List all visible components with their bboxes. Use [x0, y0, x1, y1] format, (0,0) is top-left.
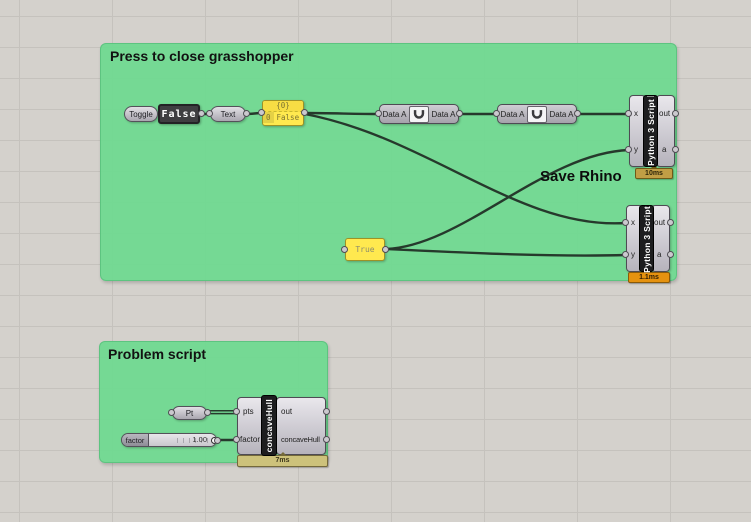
python-2-input-y: y: [631, 250, 635, 259]
concavehull-pts-nub[interactable]: [233, 408, 240, 415]
data-dam-2-input-nub[interactable]: [493, 110, 500, 117]
panel-path-header: {0}: [263, 101, 303, 112]
python-2-runtime-badge: 1.1ms: [628, 269, 670, 283]
python-1-input-y: y: [634, 145, 638, 154]
pt-param[interactable]: Pt: [172, 406, 207, 420]
concavehull-output-panel[interactable]: [276, 397, 326, 455]
group-title-problem: Problem script: [108, 346, 207, 362]
toggle-output-nub[interactable]: [198, 110, 205, 117]
python-icon: [647, 96, 654, 98]
data-dam-2-output-label: Data A: [549, 109, 574, 119]
data-dam-2[interactable]: Data A Data A: [497, 104, 577, 124]
python-2-output-a: a: [657, 250, 662, 259]
python-2-y-nub[interactable]: [622, 251, 629, 258]
data-dam-2-input-label: Data A: [500, 109, 525, 119]
python-2-title: Python 3 Script: [641, 206, 652, 273]
python-2-title-bar[interactable]: Python 3 Script: [639, 205, 654, 273]
concavehull-out-nub[interactable]: [323, 408, 330, 415]
python-2-out-nub[interactable]: [667, 219, 674, 226]
text-param[interactable]: Text: [210, 106, 246, 122]
concavehull-runtime-badge: 7ms: [237, 452, 328, 467]
data-dam-1-output-label: Data A: [431, 109, 456, 119]
python-1-out-nub[interactable]: [672, 110, 679, 117]
concavehull-output-concavehull: concaveHull: [281, 435, 320, 444]
true-panel-output-nub[interactable]: [382, 246, 389, 253]
data-dam-icon[interactable]: [409, 105, 429, 123]
factor-slider-label: factor: [122, 434, 149, 446]
panel-item-value: False: [276, 113, 300, 122]
concavehull-factor-nub[interactable]: [233, 436, 240, 443]
toggle-label: Toggle: [129, 109, 153, 119]
pt-param-label: Pt: [185, 408, 194, 418]
concavehull-input-pts: pts: [243, 407, 254, 416]
python-2-output-out: out: [654, 218, 666, 227]
factor-slider-knob[interactable]: [211, 436, 216, 444]
text-input-nub[interactable]: [206, 110, 213, 117]
factor-slider-output-nub[interactable]: [214, 437, 221, 444]
python-2-input-x: x: [631, 218, 635, 227]
python-1-title-bar[interactable]: Python 3 Script: [643, 95, 658, 167]
false-panel[interactable]: {0} 0 False: [262, 100, 304, 126]
toggle-value-button[interactable]: False: [158, 104, 200, 124]
concavehull-concavehull-nub[interactable]: [323, 436, 330, 443]
data-dam-1-input-nub[interactable]: [375, 110, 382, 117]
concavehull-input-factor: factor: [240, 435, 261, 444]
python-1-y-nub[interactable]: [625, 146, 632, 153]
factor-slider-value: 1.00: [192, 435, 207, 444]
python-2-x-nub[interactable]: [622, 219, 629, 226]
slider-ticks: [177, 438, 212, 443]
save-rhino-label: Save Rhino: [540, 168, 622, 185]
pt-input-nub[interactable]: [168, 409, 175, 416]
data-dam-1-input-label: Data A: [382, 109, 407, 119]
python-1-x-nub[interactable]: [625, 110, 632, 117]
concavehull-title-bar[interactable]: concaveHull: [261, 395, 277, 456]
false-panel-output-nub[interactable]: [301, 109, 308, 116]
panel-item-index: 0: [263, 112, 274, 123]
python-1-title: Python 3 Script: [645, 99, 656, 166]
concavehull-output-out: out: [281, 407, 293, 416]
toggle-value-text: False: [161, 108, 197, 120]
toggle-label-capsule[interactable]: Toggle: [124, 106, 158, 122]
true-panel-value: True: [355, 245, 375, 254]
group-title-press: Press to close grasshopper: [110, 48, 294, 64]
python-1-output-panel[interactable]: [656, 95, 675, 167]
python-1-a-nub[interactable]: [672, 146, 679, 153]
factor-slider-track[interactable]: 1.00: [149, 434, 216, 446]
data-dam-2-output-nub[interactable]: [574, 110, 581, 117]
text-output-nub[interactable]: [243, 110, 250, 117]
concavehull-title: concaveHull: [264, 398, 274, 453]
python-2-a-nub[interactable]: [667, 251, 674, 258]
python-1-input-x: x: [634, 109, 638, 118]
false-panel-input-nub[interactable]: [258, 109, 265, 116]
pt-output-nub[interactable]: [204, 409, 211, 416]
data-dam-icon[interactable]: [527, 105, 547, 123]
text-param-label: Text: [220, 109, 236, 119]
group-press-to-close[interactable]: [100, 43, 677, 281]
concavehull-input-panel[interactable]: [237, 397, 264, 455]
python-1-output-out: out: [659, 109, 671, 118]
true-panel-input-nub[interactable]: [341, 246, 348, 253]
data-dam-1-output-nub[interactable]: [456, 110, 463, 117]
python-1-runtime-badge: 10ms: [635, 165, 673, 179]
data-dam-1[interactable]: Data A Data A: [379, 104, 459, 124]
true-panel[interactable]: True: [345, 238, 385, 261]
factor-slider[interactable]: factor 1.00: [121, 433, 217, 447]
python-1-output-a: a: [662, 145, 667, 154]
